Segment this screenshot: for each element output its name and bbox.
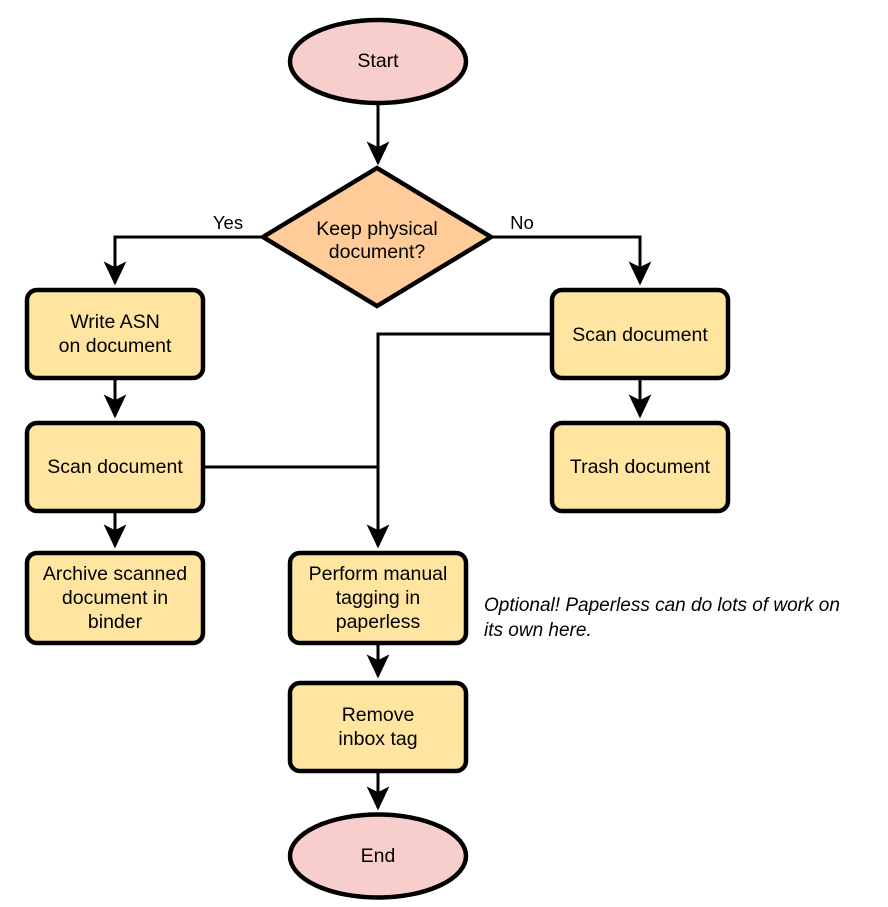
node-keep-physical-document[interactable]: Keep physical document? [258,165,496,309]
scan-document-left-box [24,420,206,514]
connector-layer [103,103,652,811]
start-label: Start [357,50,399,72]
manual-tagging-label-line3: paperless [336,611,421,633]
node-scan-document-right[interactable]: Scan document [549,287,731,381]
node-end[interactable]: End [287,812,469,900]
end-label: End [361,845,396,867]
archive-label-line1: Archive scanned [43,563,187,585]
annotation-line2: its own here. [484,620,592,641]
manual-tagging-label-line1: Perform manual [309,563,448,585]
remove-inbox-tag-label-line2: inbox tag [338,728,417,750]
decision-label-line2: document? [329,241,426,263]
edge-decision-no-to-scan-right [491,235,652,286]
edge-label-yes: Yes [213,212,243,233]
archive-label-line2: document in [62,587,168,609]
manual-tagging-label-line2: tagging in [336,587,421,609]
edge-scan-right-to-tagging [366,332,552,549]
archive-document-box [24,550,206,646]
remove-inbox-tag-label-line1: Remove [342,704,415,726]
remove-inbox-tag-box [287,680,469,774]
manual-tagging-box [287,550,469,646]
scan-document-right-box [549,287,731,381]
write-asn-box [24,287,206,381]
node-trash-document[interactable]: Trash document [549,420,731,514]
node-start[interactable]: Start [287,17,469,106]
trash-document-box [549,420,731,514]
write-asn-label-line1: Write ASN [70,311,160,333]
scan-document-right-label: Scan document [572,324,708,346]
edge-label-no: No [510,212,534,233]
start-ellipse [287,17,469,106]
node-scan-document-left[interactable]: Scan document [24,420,206,514]
node-write-asn-on-document[interactable]: Write ASN on document [24,287,206,381]
node-perform-manual-tagging[interactable]: Perform manual tagging in paperless [287,550,469,646]
edge-decision-yes-to-write-asn [103,235,263,286]
decision-label-line1: Keep physical [316,218,437,240]
end-ellipse [287,812,469,900]
decision-diamond [258,165,496,309]
annotation-line1: Optional! Paperless can do lots of work … [484,595,840,616]
scan-document-left-label: Scan document [47,456,183,478]
node-remove-inbox-tag[interactable]: Remove inbox tag [287,680,469,774]
write-asn-label-line2: on document [59,335,172,357]
annotation-note: Optional! Paperless can do lots of work … [484,595,840,641]
node-archive-scanned-document[interactable]: Archive scanned document in binder [24,550,206,646]
archive-label-line3: binder [88,611,143,633]
trash-document-label: Trash document [570,456,711,478]
